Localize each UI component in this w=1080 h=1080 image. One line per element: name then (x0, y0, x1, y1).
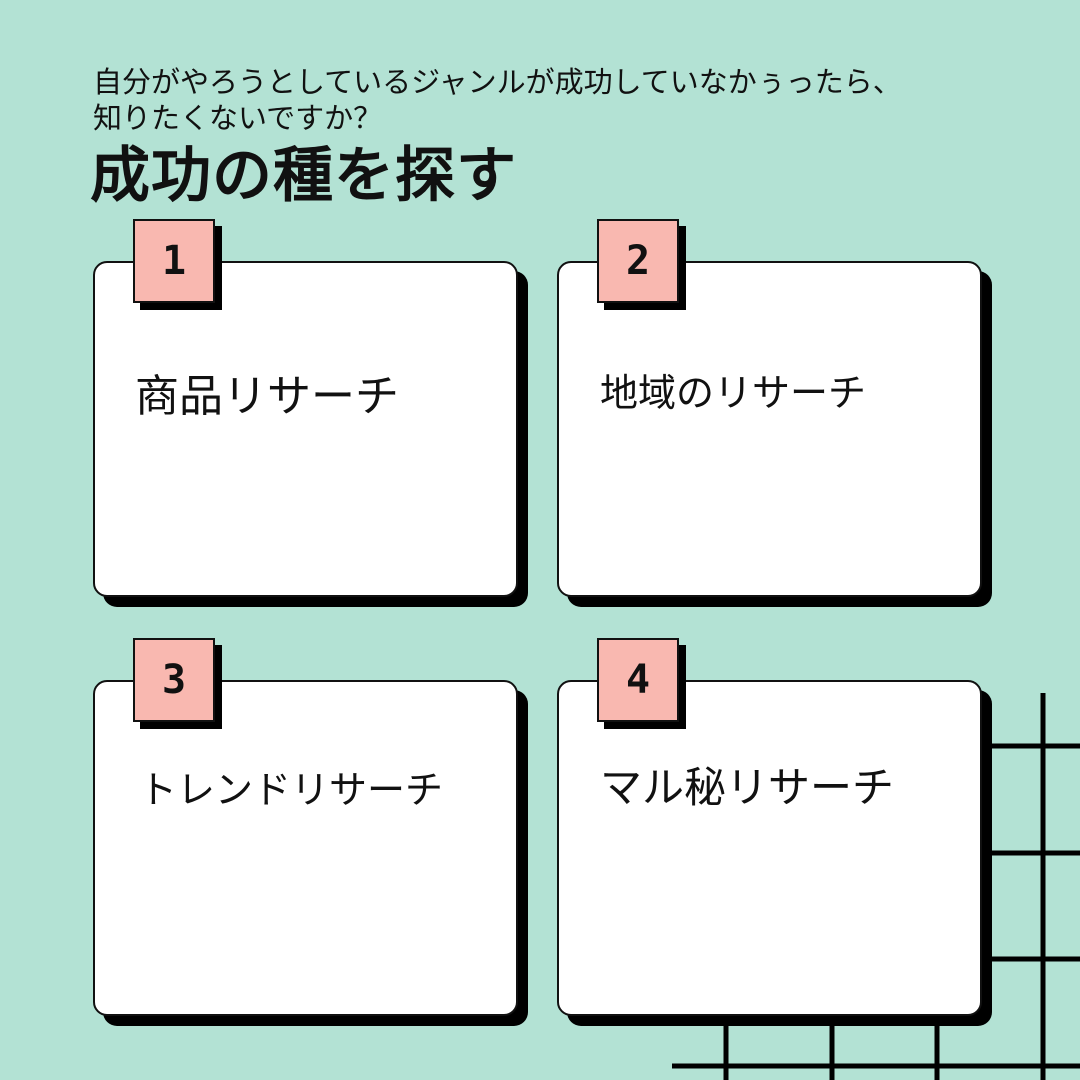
badge-number: 4 (597, 638, 679, 722)
intro-line-2: 知りたくないですか？ (93, 101, 383, 135)
intro-text: 自分がやろうとしているジャンルが成功していなかぅったら、 知りたくないですか？ (93, 64, 1053, 136)
number-badge: 3 (133, 638, 222, 729)
card-face (93, 261, 518, 597)
badge-number: 1 (133, 219, 215, 303)
card-face (557, 261, 982, 597)
card-label: トレンドリサーチ (139, 768, 444, 812)
card-label: マル秘リサーチ (600, 763, 895, 812)
card-product-research: 商品リサーチ 1 (93, 219, 528, 607)
card-area-research: 地域のリサーチ 2 (557, 219, 992, 607)
card-trend-research: トレンドリサーチ 3 (93, 638, 528, 1026)
badge-number: 2 (597, 219, 679, 303)
card-secret-research: マル秘リサーチ 4 (557, 638, 992, 1026)
card-label: 商品リサーチ (135, 371, 399, 422)
card-face (557, 680, 982, 1016)
card-label: 地域のリサーチ (600, 371, 867, 415)
badge-number: 3 (133, 638, 215, 722)
number-badge: 2 (597, 219, 686, 310)
number-badge: 1 (133, 219, 222, 310)
page-title: 成功の種を探す (90, 141, 517, 211)
number-badge: 4 (597, 638, 686, 729)
card-face (93, 680, 518, 1016)
intro-line-1: 自分がやろうとしているジャンルが成功していなかぅったら、 (93, 65, 902, 99)
